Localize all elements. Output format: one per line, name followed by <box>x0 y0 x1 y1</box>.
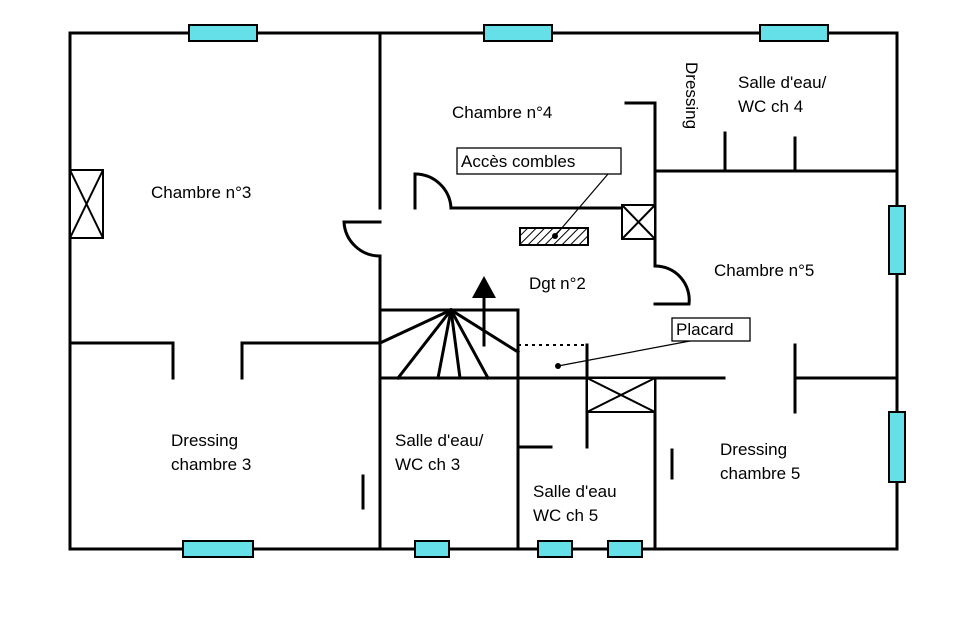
callout-placard-label: Placard <box>676 320 734 339</box>
window <box>888 411 906 483</box>
window <box>182 540 254 558</box>
room-label-chambre-4: Chambre n°4 <box>452 103 552 122</box>
room-label-chambre-5: Chambre n°5 <box>714 261 814 280</box>
shaft-west <box>69 169 104 239</box>
window <box>888 205 906 275</box>
room-label-dressing: Dressing <box>682 62 701 129</box>
window <box>607 540 643 558</box>
window <box>414 540 450 558</box>
room-label-dressing5-line2: chambre 5 <box>720 464 800 483</box>
door-chambre-5 <box>653 264 691 306</box>
room-label-dressing3-line2: chambre 3 <box>171 455 251 474</box>
callout-acces-combles-label: Accès combles <box>461 152 575 171</box>
stair-arrow-icon <box>472 276 496 298</box>
windows <box>182 24 906 558</box>
room-label-dgt-2: Dgt n°2 <box>529 274 586 293</box>
staircase <box>378 276 521 381</box>
room-label-sde-ch5-line2: WC ch 5 <box>533 506 598 525</box>
window <box>759 24 829 42</box>
callout-acces-combles: Accès combles <box>456 147 622 239</box>
room-label-sde-ch4-line2: WC ch 4 <box>738 97 803 116</box>
room-label-sde-ch5-line1: Salle d'eau <box>533 482 617 501</box>
shaft-placard <box>586 377 656 413</box>
room-label-chambre-3: Chambre n°3 <box>151 183 251 202</box>
window <box>537 540 573 558</box>
room-label-sde-ch4-line1: Salle d'eau/ <box>738 73 827 92</box>
room-label-dressing5-line1: Dressing <box>720 440 787 459</box>
callout-placard: Placard <box>555 317 751 369</box>
window <box>483 24 553 42</box>
shaft-corridor <box>621 204 656 240</box>
room-label-sde-ch3-line2: WC ch 3 <box>395 455 460 474</box>
doors <box>342 172 691 306</box>
room-label-dressing3-line1: Dressing <box>171 431 238 450</box>
door-chambre-3 <box>342 220 382 258</box>
door-chambre-4 <box>413 172 453 210</box>
room-label-sde-ch3-line1: Salle d'eau/ <box>395 431 484 450</box>
window <box>188 24 258 42</box>
